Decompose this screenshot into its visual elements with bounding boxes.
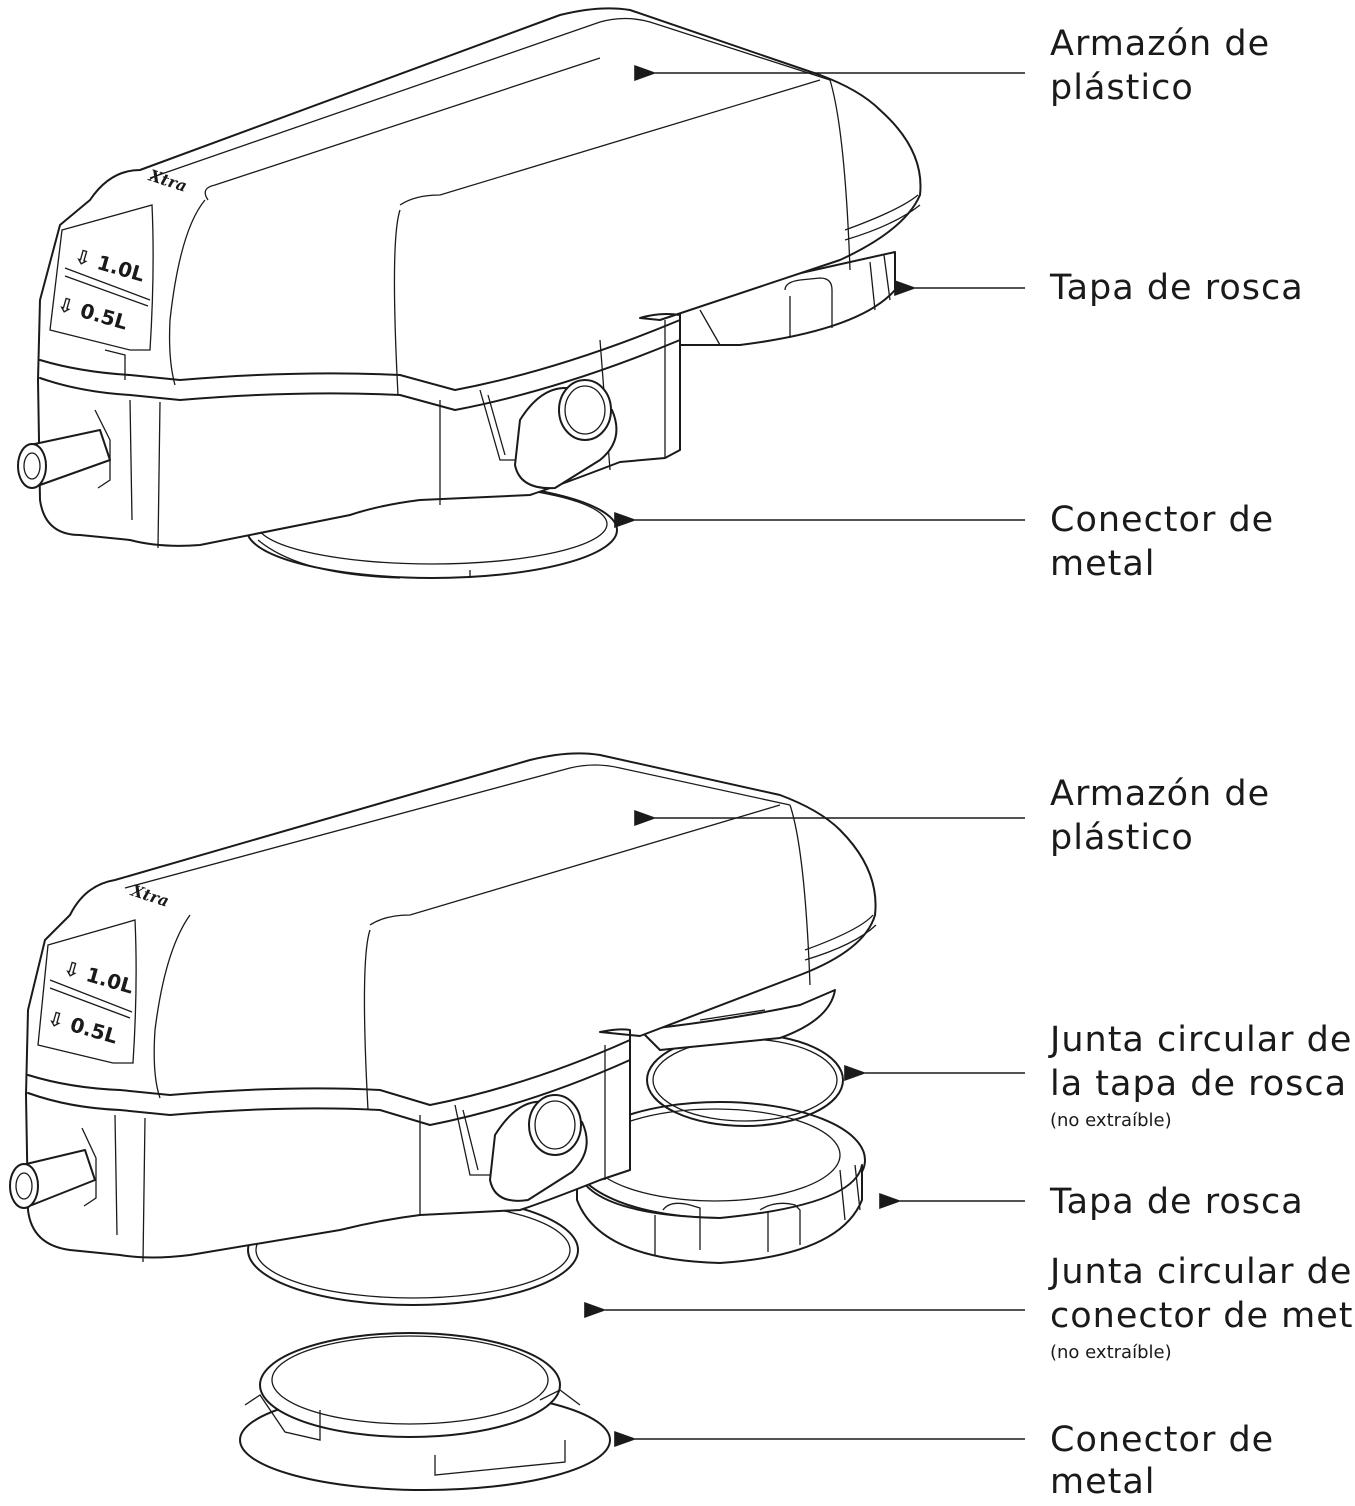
label-cap-bottom: Tapa de rosca [1050,1182,1304,1222]
plastic-frame-top [37,7,922,549]
outlet-port-top [514,379,618,490]
label-frame-bottom-line1: Armazón de [1050,774,1271,814]
label-frame-top-line1: Armazón de [1050,24,1271,64]
label-frame-bottom-line2: plástico [1050,818,1194,858]
metal-connector-bottom [239,1332,611,1491]
label-connector-bottom-line2: metal [1050,1462,1156,1502]
screw-cap-bottom [574,1101,866,1264]
label-frame-top-line2: plástico [1050,68,1194,108]
device-exploded: Xtra ⇩ 1.0L ⇩ 0.5L [9,752,877,1491]
threaded-neck-bottom [639,989,836,1051]
inlet-port-bottom [9,1127,97,1209]
label-cap-gasket-line2: la tapa de rosca [1050,1064,1348,1104]
plastic-frame-bottom [25,752,877,1263]
label-connector-top-line1: Conector de [1050,500,1275,540]
label-connector-gasket-line1: Junta circular del [1050,1252,1355,1292]
label-cap-gasket-note: (no extraíble) [1050,1110,1172,1131]
outlet-port-bottom [489,1094,588,1202]
label-connector-bottom-line1: Conector de [1050,1420,1275,1460]
label-connector-gasket-note: (no extraíble) [1050,1342,1172,1363]
label-connector-gasket-line2: conector de metal [1050,1296,1355,1336]
inlet-port-top [17,409,111,489]
label-cap-gasket-line1: Junta circular de [1050,1020,1353,1060]
screw-cap-top [679,251,896,346]
label-connector-top-line2: metal [1050,544,1156,584]
leader-lines [584,65,1025,1447]
label-cap-top: Tapa de rosca [1050,268,1304,308]
device-assembled: Xtra ⇩ 1.0L ⇩ 0.5L [17,7,922,579]
